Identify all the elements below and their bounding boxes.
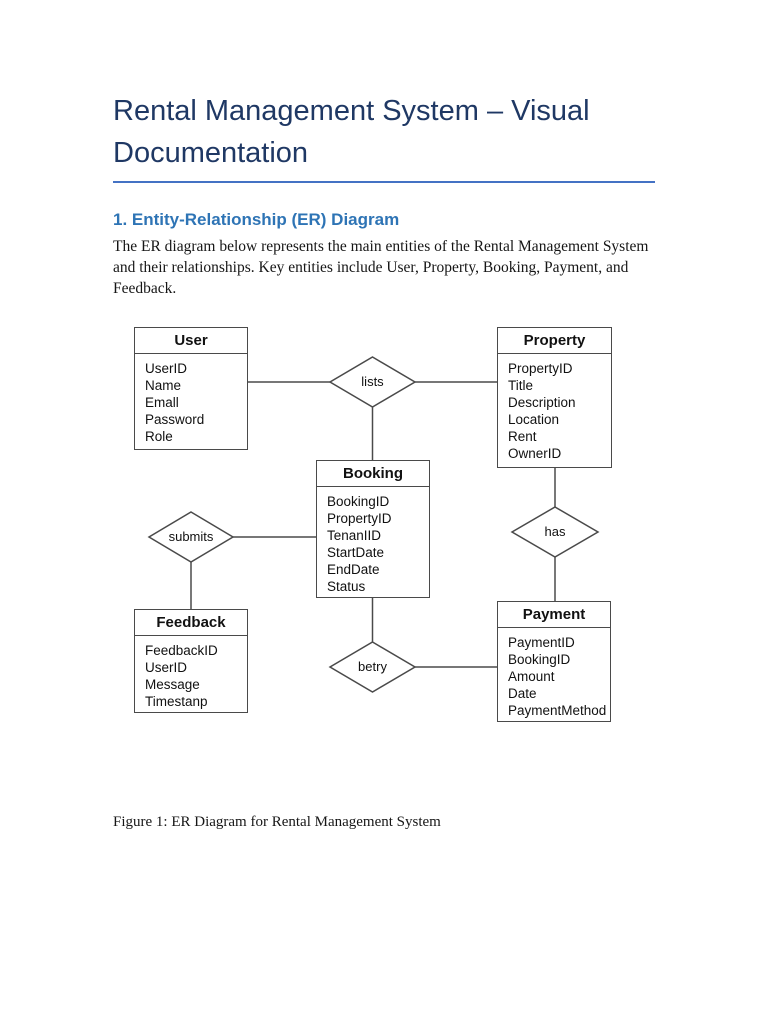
attribute: Password bbox=[145, 412, 205, 427]
attribute: Amount bbox=[508, 669, 555, 684]
diamond-lists bbox=[328, 356, 417, 408]
entity-booking: Booking BookingID PropertyID TenanIID St… bbox=[316, 460, 430, 598]
entity-booking-attributes: BookingID PropertyID TenanIID StartDate … bbox=[317, 487, 429, 595]
attribute: Emall bbox=[145, 395, 179, 410]
entity-payment-attributes: PaymentID BookingID Amount Date PaymentM… bbox=[498, 628, 610, 719]
relationship-label-has: has bbox=[544, 524, 566, 539]
entity-property-attributes: PropertyID Title Description Location Re… bbox=[498, 354, 611, 462]
attribute: Description bbox=[508, 395, 576, 410]
attribute: Status bbox=[327, 579, 366, 594]
entity-booking-title: Booking bbox=[317, 461, 429, 487]
attribute: TenanIID bbox=[327, 528, 382, 543]
page-title: Rental Management System – Visual Docume… bbox=[113, 95, 590, 169]
relationship-label-betry: betry bbox=[358, 659, 387, 674]
attribute: PaymentMethod bbox=[508, 703, 607, 718]
entity-feedback-title: Feedback bbox=[135, 610, 247, 636]
entity-payment-title: Payment bbox=[498, 602, 610, 628]
attribute: Message bbox=[145, 677, 200, 692]
diagram-connector-lines bbox=[147, 356, 600, 693]
attribute: PropertyID bbox=[327, 511, 392, 526]
section-heading: 1. Entity-Relationship (ER) Diagram bbox=[113, 210, 400, 229]
title-underline-rule bbox=[113, 181, 655, 183]
attribute: PropertyID bbox=[508, 361, 573, 376]
entity-payment: Payment PaymentID BookingID Amount Date … bbox=[497, 601, 611, 722]
entity-user: User UserID Name Emall Password Role bbox=[134, 327, 248, 450]
attribute: Name bbox=[145, 378, 182, 393]
figure-caption: Figure 1: ER Diagram for Rental Manageme… bbox=[113, 814, 441, 830]
attribute: BookingID bbox=[508, 652, 571, 667]
intro-paragraph: The ER diagram below represents the main… bbox=[113, 238, 649, 297]
attribute: BookingID bbox=[327, 494, 390, 509]
attribute: FeedbackID bbox=[145, 643, 218, 658]
attribute: Rent bbox=[508, 429, 537, 444]
entity-user-title: User bbox=[135, 328, 247, 354]
entity-property-title: Property bbox=[498, 328, 611, 354]
attribute: PaymentID bbox=[508, 635, 575, 650]
attribute: UserID bbox=[145, 660, 188, 675]
attribute: StartDate bbox=[327, 545, 385, 560]
relationship-label-submits: submits bbox=[168, 529, 214, 544]
attribute: Date bbox=[508, 686, 537, 701]
attribute: OwnerID bbox=[508, 446, 562, 461]
attribute: Title bbox=[508, 378, 534, 393]
entity-feedback-attributes: FeedbackID UserID Message Timestanp bbox=[135, 636, 247, 710]
diamond-submits bbox=[147, 511, 235, 563]
diamond-has bbox=[510, 506, 600, 558]
attribute: EndDate bbox=[327, 562, 380, 577]
entity-feedback: Feedback FeedbackID UserID Message Times… bbox=[134, 609, 248, 713]
entity-property: Property PropertyID Title Description Lo… bbox=[497, 327, 612, 468]
er-diagram-figure: User UserID Name Emall Password Role Pro… bbox=[130, 320, 665, 732]
attribute: Role bbox=[145, 429, 173, 444]
attribute: UserID bbox=[145, 361, 188, 376]
attribute: Timestanp bbox=[145, 694, 208, 709]
diamond-betry bbox=[328, 641, 417, 693]
relationship-label-lists: lists bbox=[361, 374, 384, 389]
attribute: Location bbox=[508, 412, 560, 427]
entity-user-attributes: UserID Name Emall Password Role bbox=[135, 354, 247, 445]
